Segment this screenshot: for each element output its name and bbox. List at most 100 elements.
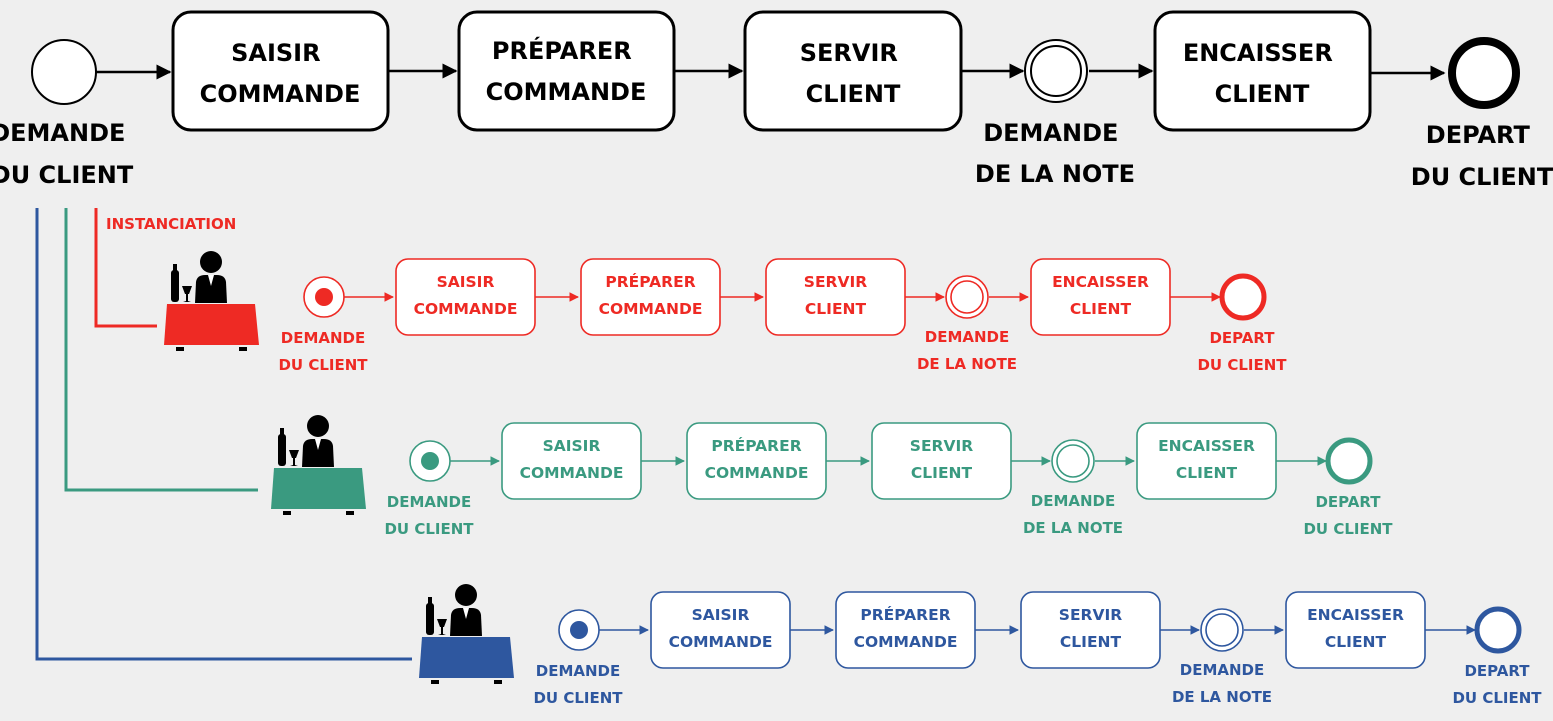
main-task-saisir-commande	[171, 10, 390, 132]
task-box	[871, 422, 1012, 500]
main-task-label: ENCAISSER CLIENT	[1183, 39, 1341, 108]
main-task-servir-client	[743, 10, 963, 132]
start-event-token	[421, 452, 439, 470]
main-end-event	[1448, 37, 1520, 109]
table-foot	[239, 347, 247, 351]
task-box	[765, 258, 906, 336]
instantiation-label: INSTANCIATION	[106, 215, 236, 233]
waiter-head-icon	[455, 584, 477, 606]
main-intermediate-inner-ring	[1030, 45, 1082, 97]
table-foot	[346, 511, 354, 515]
wine-glass-icon	[437, 619, 447, 635]
bottle-icon	[171, 270, 179, 302]
intermediate-event	[1051, 439, 1095, 483]
waiter-collar	[463, 608, 469, 619]
table-foot	[176, 347, 184, 351]
waiter-table-icon	[419, 584, 514, 684]
main-task-label: SERVIR CLIENT	[800, 39, 907, 108]
main-start-event	[31, 39, 97, 105]
wine-glass-icon	[182, 286, 192, 302]
intermediate-inner-ring	[1205, 613, 1239, 647]
bottle-icon	[426, 603, 434, 635]
end-event	[1325, 437, 1373, 485]
end-event	[1474, 606, 1522, 654]
table-icon	[419, 637, 514, 678]
waiter-head-icon	[307, 415, 329, 437]
waiter-body-icon	[302, 439, 334, 467]
end-event	[1219, 273, 1267, 321]
bottle-icon	[278, 434, 286, 466]
intermediate-inner-ring	[1056, 444, 1090, 478]
intermediate-inner-ring	[950, 280, 984, 314]
intermediate-event	[945, 275, 989, 319]
task-box	[501, 422, 642, 500]
table-icon	[271, 468, 366, 509]
main-task-preparer-commande	[457, 10, 676, 132]
waiter-table-icon	[164, 251, 259, 351]
bottle-neck	[280, 428, 284, 436]
intermediate-event	[1200, 608, 1244, 652]
task-box	[395, 258, 536, 336]
task-box	[1285, 591, 1426, 669]
wine-glass-icon	[289, 450, 299, 466]
main-start-label: DEMANDE DU CLIENT	[0, 119, 134, 189]
waiter-body-icon	[195, 275, 227, 303]
table-foot	[283, 511, 291, 515]
main-end-label: DEPART DU CLIENT	[1411, 121, 1553, 191]
table-foot	[494, 680, 502, 684]
table-icon	[164, 304, 259, 345]
task-box	[650, 591, 791, 669]
waiter-collar	[315, 439, 321, 450]
main-task-label: PRÉPARER COMMANDE	[486, 36, 647, 106]
main-process: DEMANDE DU CLIENT SAISIR COMMANDE PRÉPAR…	[0, 10, 1553, 191]
connector-blue	[35, 208, 412, 661]
connector-green	[64, 208, 258, 492]
start-event-token	[315, 288, 333, 306]
instantiation-connectors: INSTANCIATION	[35, 208, 412, 661]
task-box	[1020, 591, 1161, 669]
task-box	[686, 422, 827, 500]
start-event-token	[570, 621, 588, 639]
bottle-neck	[428, 597, 432, 605]
main-task-encaisser-client	[1153, 10, 1372, 132]
bottle-neck	[173, 264, 177, 272]
task-box	[835, 591, 976, 669]
main-task-label: SAISIR COMMANDE	[200, 39, 361, 108]
waiter-table-icon	[271, 415, 366, 515]
waiter-body-icon	[450, 608, 482, 636]
task-box	[580, 258, 721, 336]
waiter-head-icon	[200, 251, 222, 273]
table-foot	[431, 680, 439, 684]
task-box	[1030, 258, 1171, 336]
connector-red	[94, 208, 157, 328]
waiter-collar	[208, 275, 214, 286]
main-intermediate-event	[1024, 39, 1088, 103]
